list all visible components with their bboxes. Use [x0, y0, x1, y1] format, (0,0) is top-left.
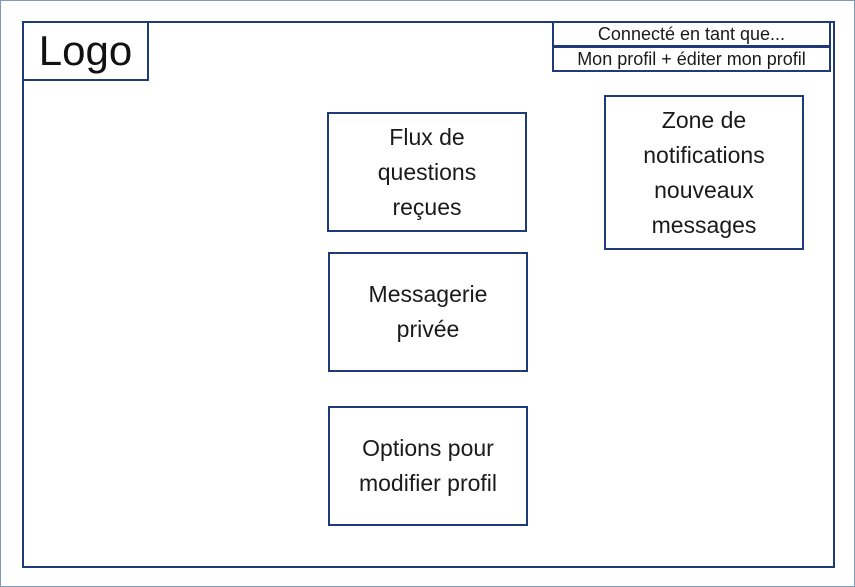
- connected-user-status: Connecté en tant que...: [552, 21, 831, 47]
- profile-link[interactable]: Mon profil + éditer mon profil: [552, 46, 831, 72]
- profile-link-label: Mon profil + éditer mon profil: [577, 48, 806, 69]
- private-messaging-label: Messagerie privée: [368, 281, 488, 342]
- profile-options-label: Options pour modifier profil: [358, 435, 498, 496]
- notifications-zone[interactable]: Zone de notifications nouveaux messages: [604, 95, 804, 250]
- question-feed-box[interactable]: Flux de questions reçues: [327, 112, 527, 232]
- profile-options-box[interactable]: Options pour modifier profil: [328, 406, 528, 526]
- connected-user-label: Connecté en tant que...: [597, 23, 786, 44]
- notifications-label: Zone de notifications nouveaux messages: [643, 106, 765, 238]
- question-feed-label: Flux de questions reçues: [377, 123, 477, 220]
- private-messaging-box[interactable]: Messagerie privée: [328, 252, 528, 372]
- page-wireframe: [22, 21, 835, 568]
- logo[interactable]: Logo: [22, 21, 149, 81]
- logo-label: Logo: [38, 27, 133, 74]
